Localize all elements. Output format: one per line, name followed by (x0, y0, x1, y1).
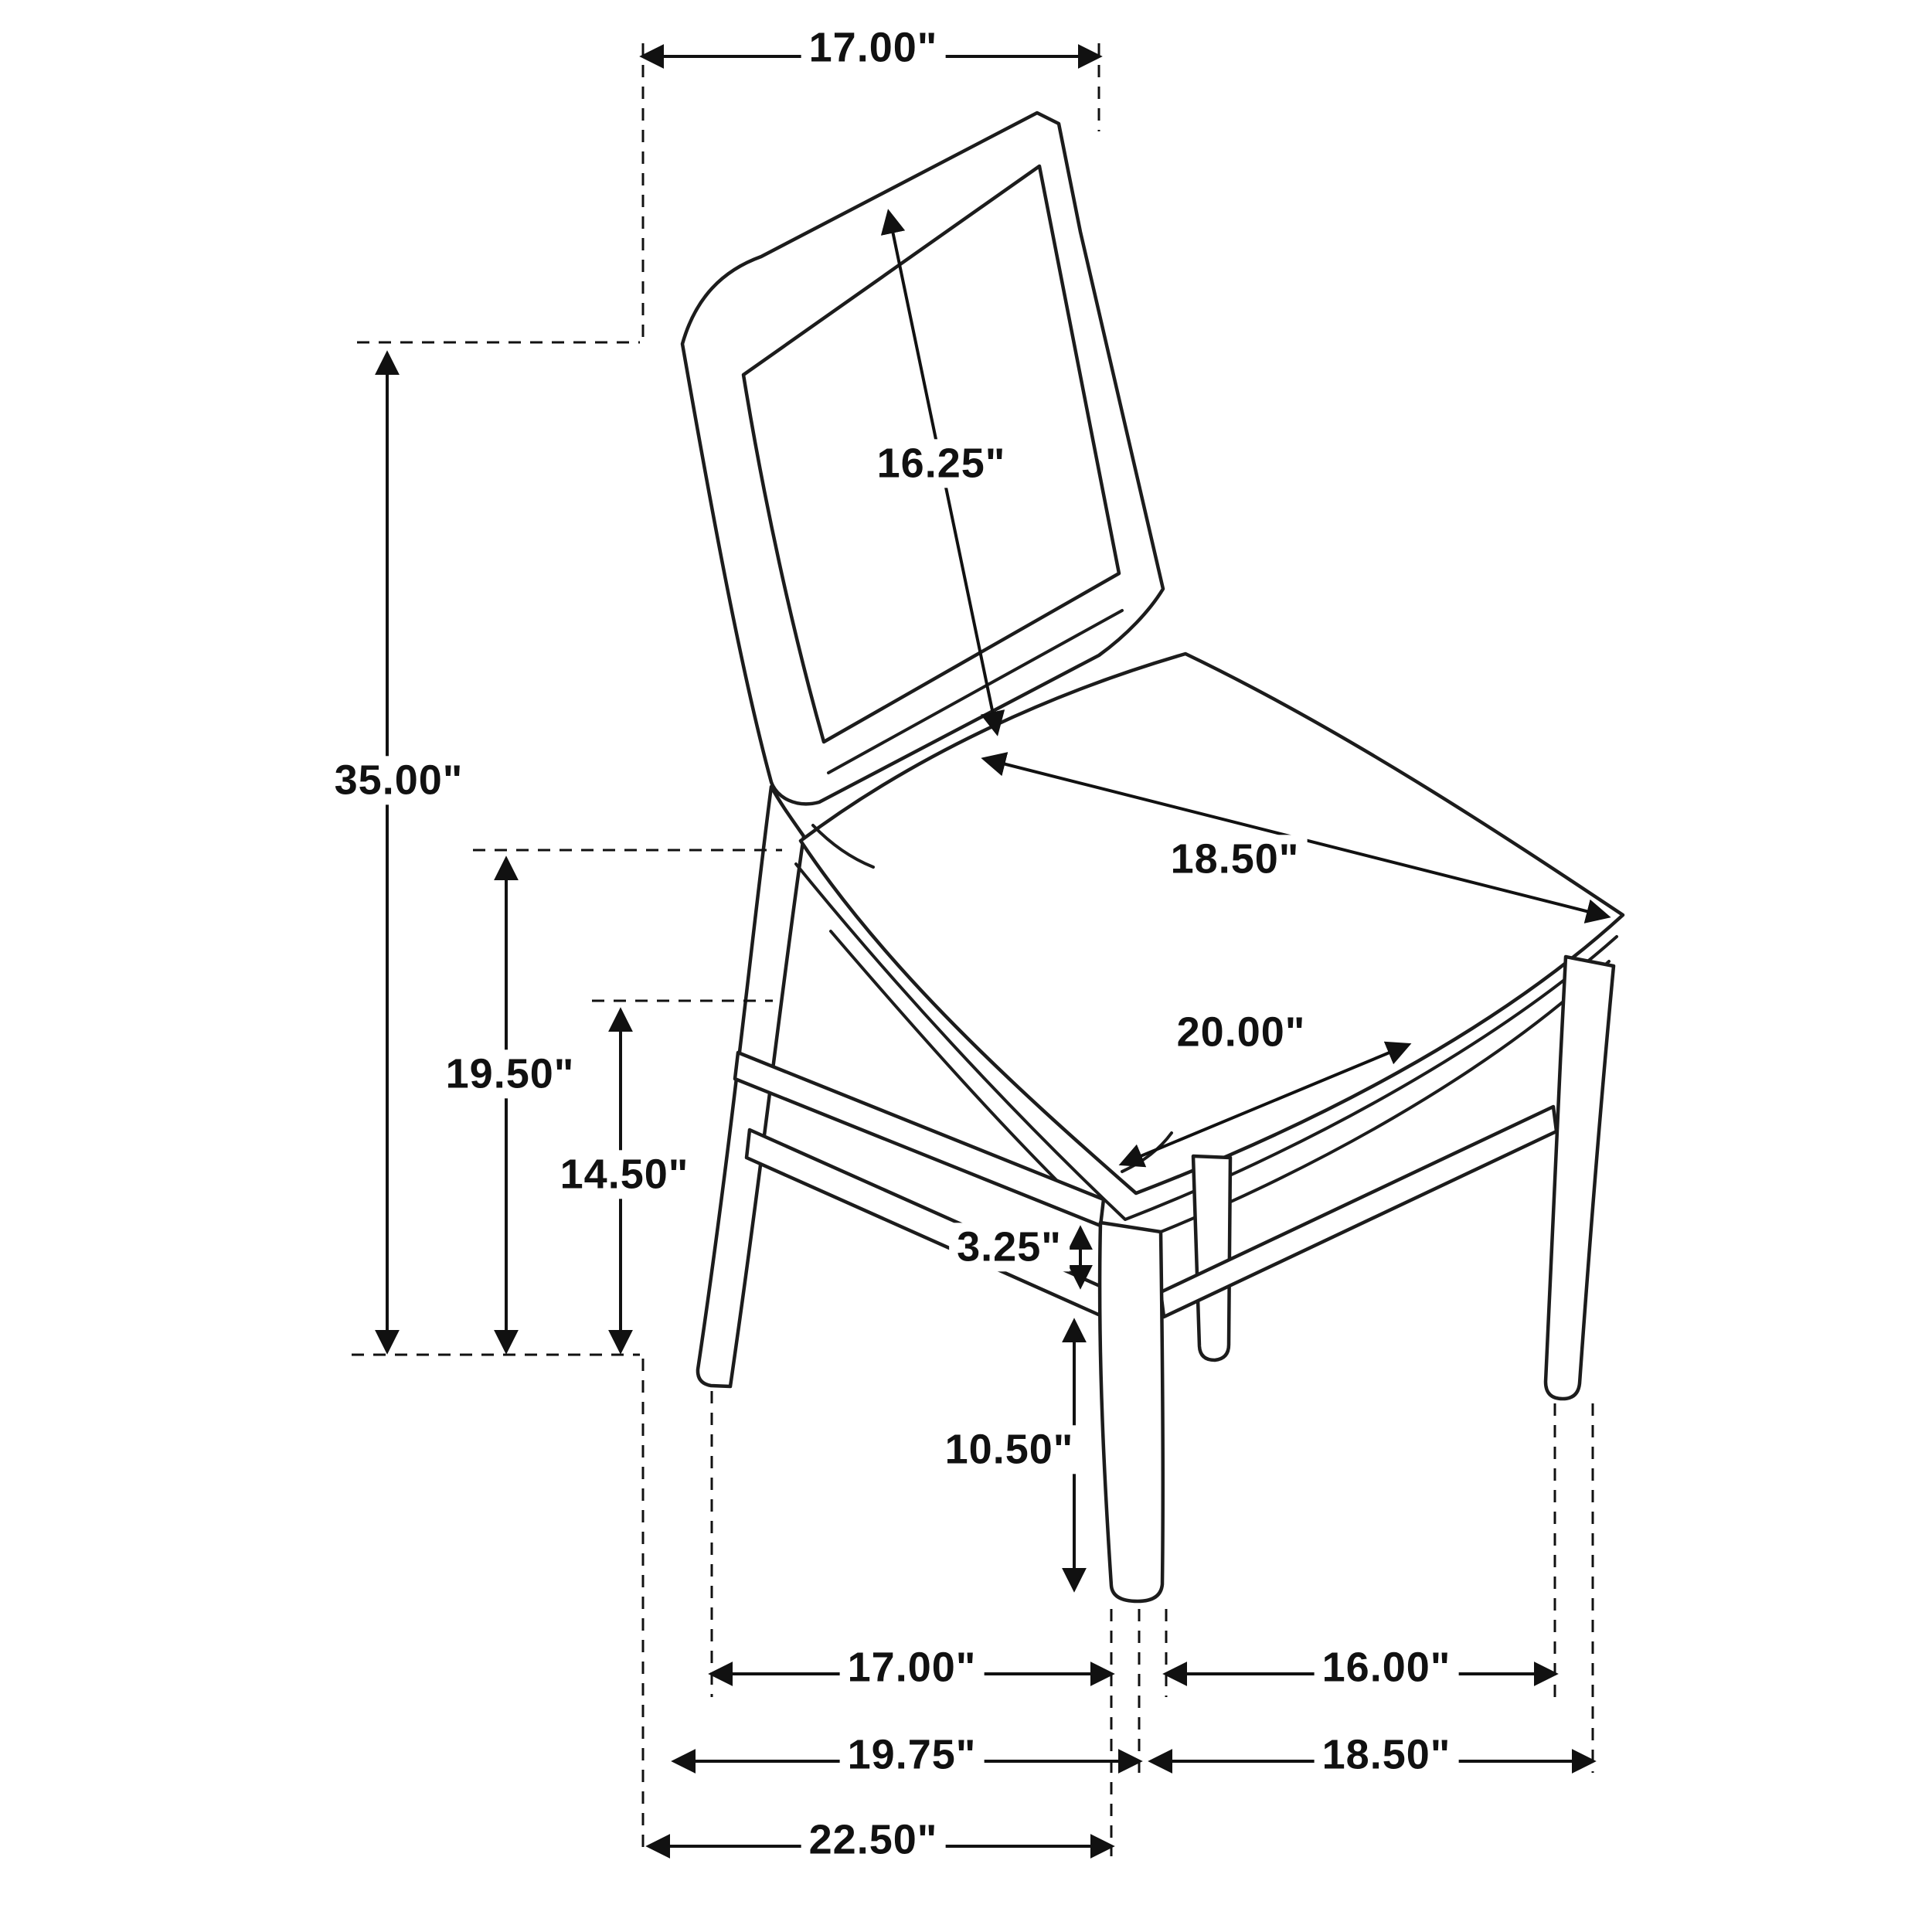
dim-label-seat-depth: 18.50" (1162, 835, 1308, 884)
dim-label-overall-height: 35.00" (326, 756, 471, 805)
dim-label-seat-width: 20.00" (1168, 1008, 1314, 1057)
dim-label-back-top-width: 17.00" (801, 23, 946, 73)
chair-front-left-leg (1097, 1220, 1165, 1604)
dim-label-floor-to-seat-back: 19.50" (437, 1049, 583, 1099)
dim-label-base-depth: 18.50" (1314, 1730, 1459, 1780)
chair-rear-right-leg (1191, 1154, 1233, 1362)
dim-label-front-leg-span: 17.00" (839, 1643, 985, 1692)
chair-seat-skirt (794, 862, 1618, 1221)
dim-label-side-leg-span: 16.00" (1314, 1643, 1459, 1692)
dim-label-overall-width: 22.50" (801, 1815, 946, 1865)
chair-front-right-leg (1543, 954, 1616, 1401)
dim-label-floor-to-stretcher: 10.50" (937, 1425, 1082, 1475)
dim-label-stretcher-gap: 3.25" (949, 1223, 1070, 1272)
dim-seat-width (1118, 1041, 1412, 1168)
dim-label-floor-to-seat-rail: 14.50" (552, 1150, 697, 1199)
dim-label-back-panel-height: 16.25" (869, 439, 1014, 488)
dim-label-base-width: 19.75" (839, 1730, 985, 1780)
chair-drawing (680, 111, 1625, 1604)
